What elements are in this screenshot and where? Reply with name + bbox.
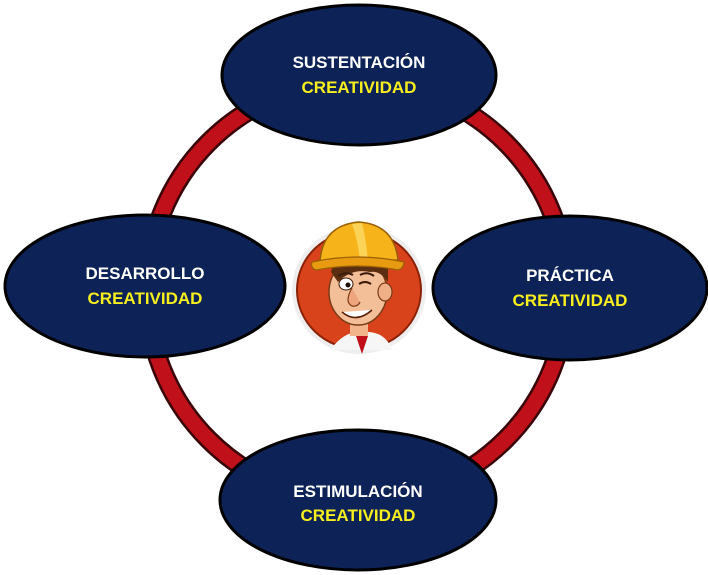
stage-node-practica: PRÁCTICA CREATIVIDAD bbox=[431, 214, 708, 362]
worker-mascot-icon bbox=[292, 221, 426, 354]
node-title: ESTIMULACIÓN bbox=[293, 482, 422, 501]
stage-node-desarrollo: DESARROLLO CREATIVIDAD bbox=[3, 213, 287, 359]
node-title: PRÁCTICA bbox=[526, 266, 614, 285]
node-subtitle: CREATIVIDAD bbox=[302, 78, 417, 97]
stage-node-estimulacion: ESTIMULACIÓN CREATIVIDAD bbox=[218, 428, 498, 572]
node-subtitle: CREATIVIDAD bbox=[513, 291, 628, 310]
node-title: DESARROLLO bbox=[86, 264, 205, 283]
node-subtitle: CREATIVIDAD bbox=[301, 506, 416, 525]
stage-node-sustentacion: SUSTENTACIÓN CREATIVIDAD bbox=[220, 3, 498, 147]
node-title: SUSTENTACIÓN bbox=[293, 53, 426, 72]
node-subtitle: CREATIVIDAD bbox=[88, 289, 203, 308]
